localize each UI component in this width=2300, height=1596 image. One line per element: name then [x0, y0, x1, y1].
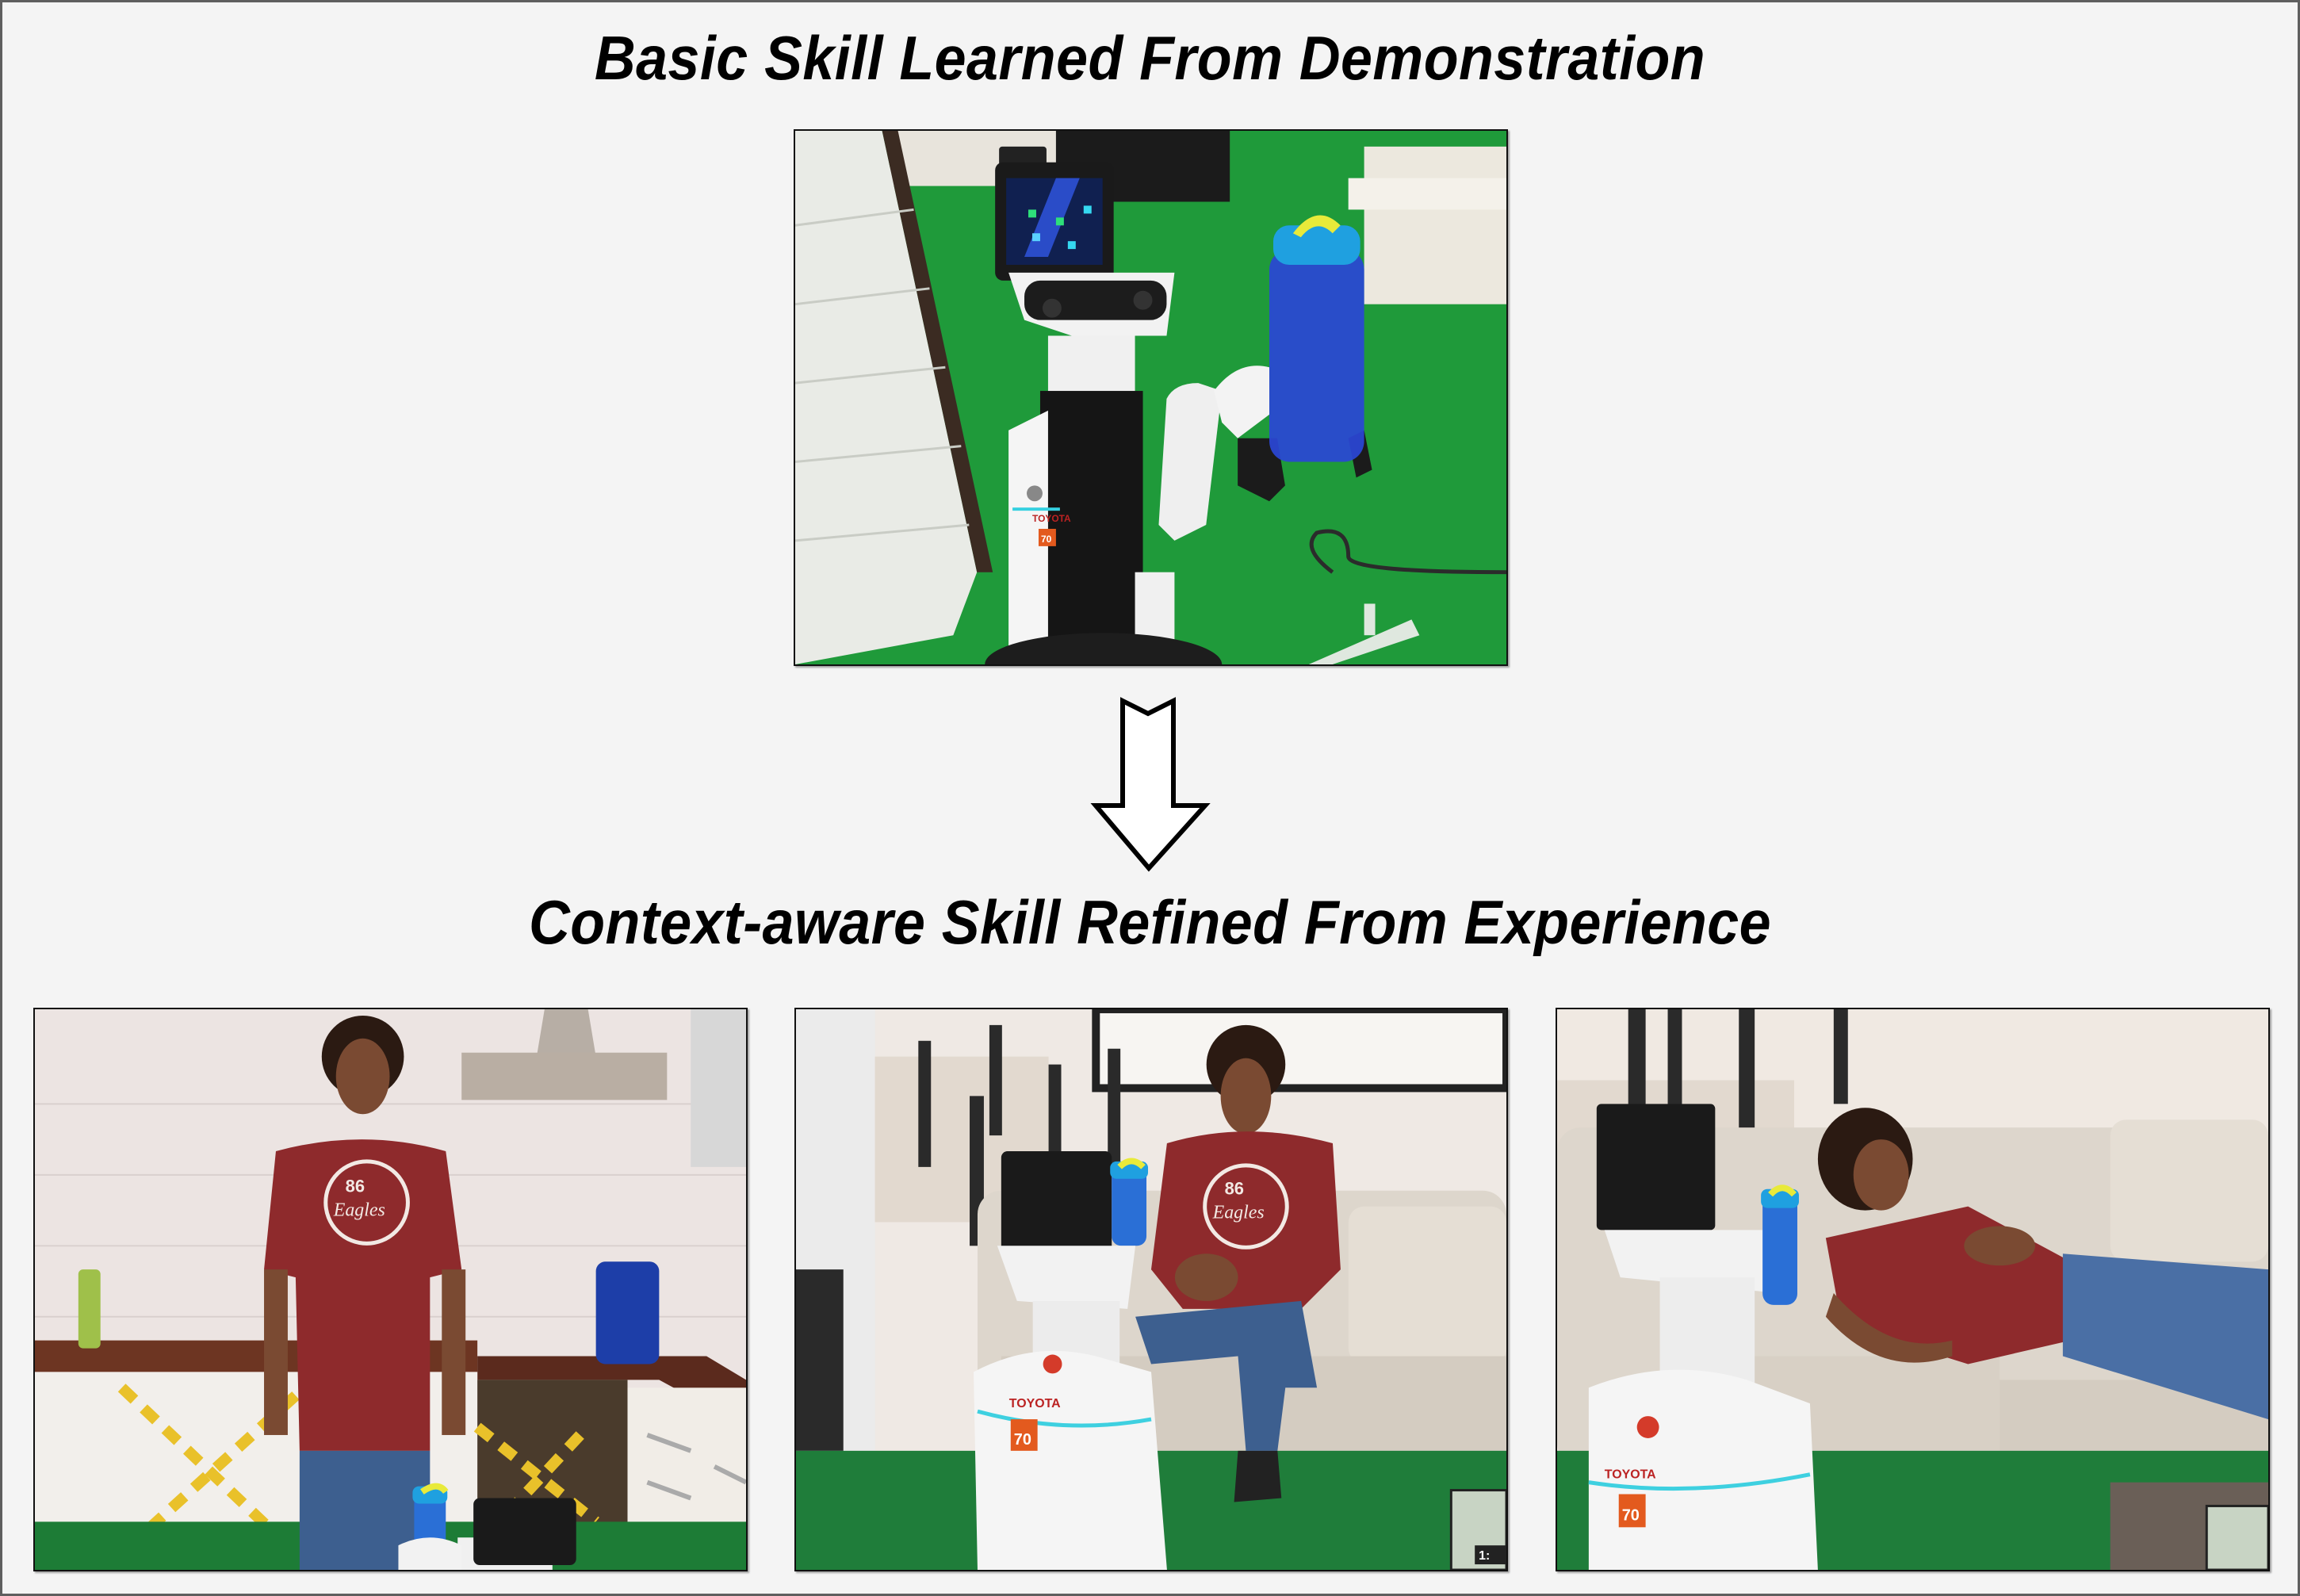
top-photo-robot-holding-bottle: TOYOTA 70: [794, 129, 1508, 666]
kitchen-scene-illustration: 86 Eagles: [35, 1009, 746, 1570]
lying-scene-illustration: TOYOTA 70: [1557, 1009, 2268, 1570]
bottom-photo-kitchen: 86 Eagles: [33, 1008, 748, 1571]
svg-text:Eagles: Eagles: [1212, 1203, 1265, 1223]
sitting-scene-illustration: 86 Eagles TOYOTA 70 1:: [796, 1009, 1506, 1570]
svg-text:Eagles: Eagles: [333, 1200, 385, 1221]
top-heading: Basic Skill Learned From Demonstration: [594, 23, 1706, 93]
down-arrow-icon: [1090, 697, 1211, 872]
svg-text:86: 86: [346, 1177, 365, 1196]
bottom-heading: Context-aware Skill Refined From Experie…: [528, 887, 1772, 957]
bottom-photo-lying: TOYOTA 70: [1556, 1008, 2270, 1571]
robot-scene-illustration: TOYOTA 70: [795, 131, 1506, 664]
svg-text:1:: 1:: [1479, 1549, 1490, 1563]
bottom-photo-sitting: 86 Eagles TOYOTA 70 1:: [794, 1008, 1508, 1571]
svg-text:70: 70: [1041, 534, 1052, 545]
svg-text:86: 86: [1225, 1179, 1244, 1199]
svg-text:TOYOTA: TOYOTA: [1605, 1468, 1656, 1482]
svg-text:TOYOTA: TOYOTA: [1032, 513, 1071, 524]
svg-text:70: 70: [1014, 1431, 1031, 1449]
svg-text:TOYOTA: TOYOTA: [1009, 1397, 1061, 1410]
svg-text:70: 70: [1622, 1506, 1640, 1524]
